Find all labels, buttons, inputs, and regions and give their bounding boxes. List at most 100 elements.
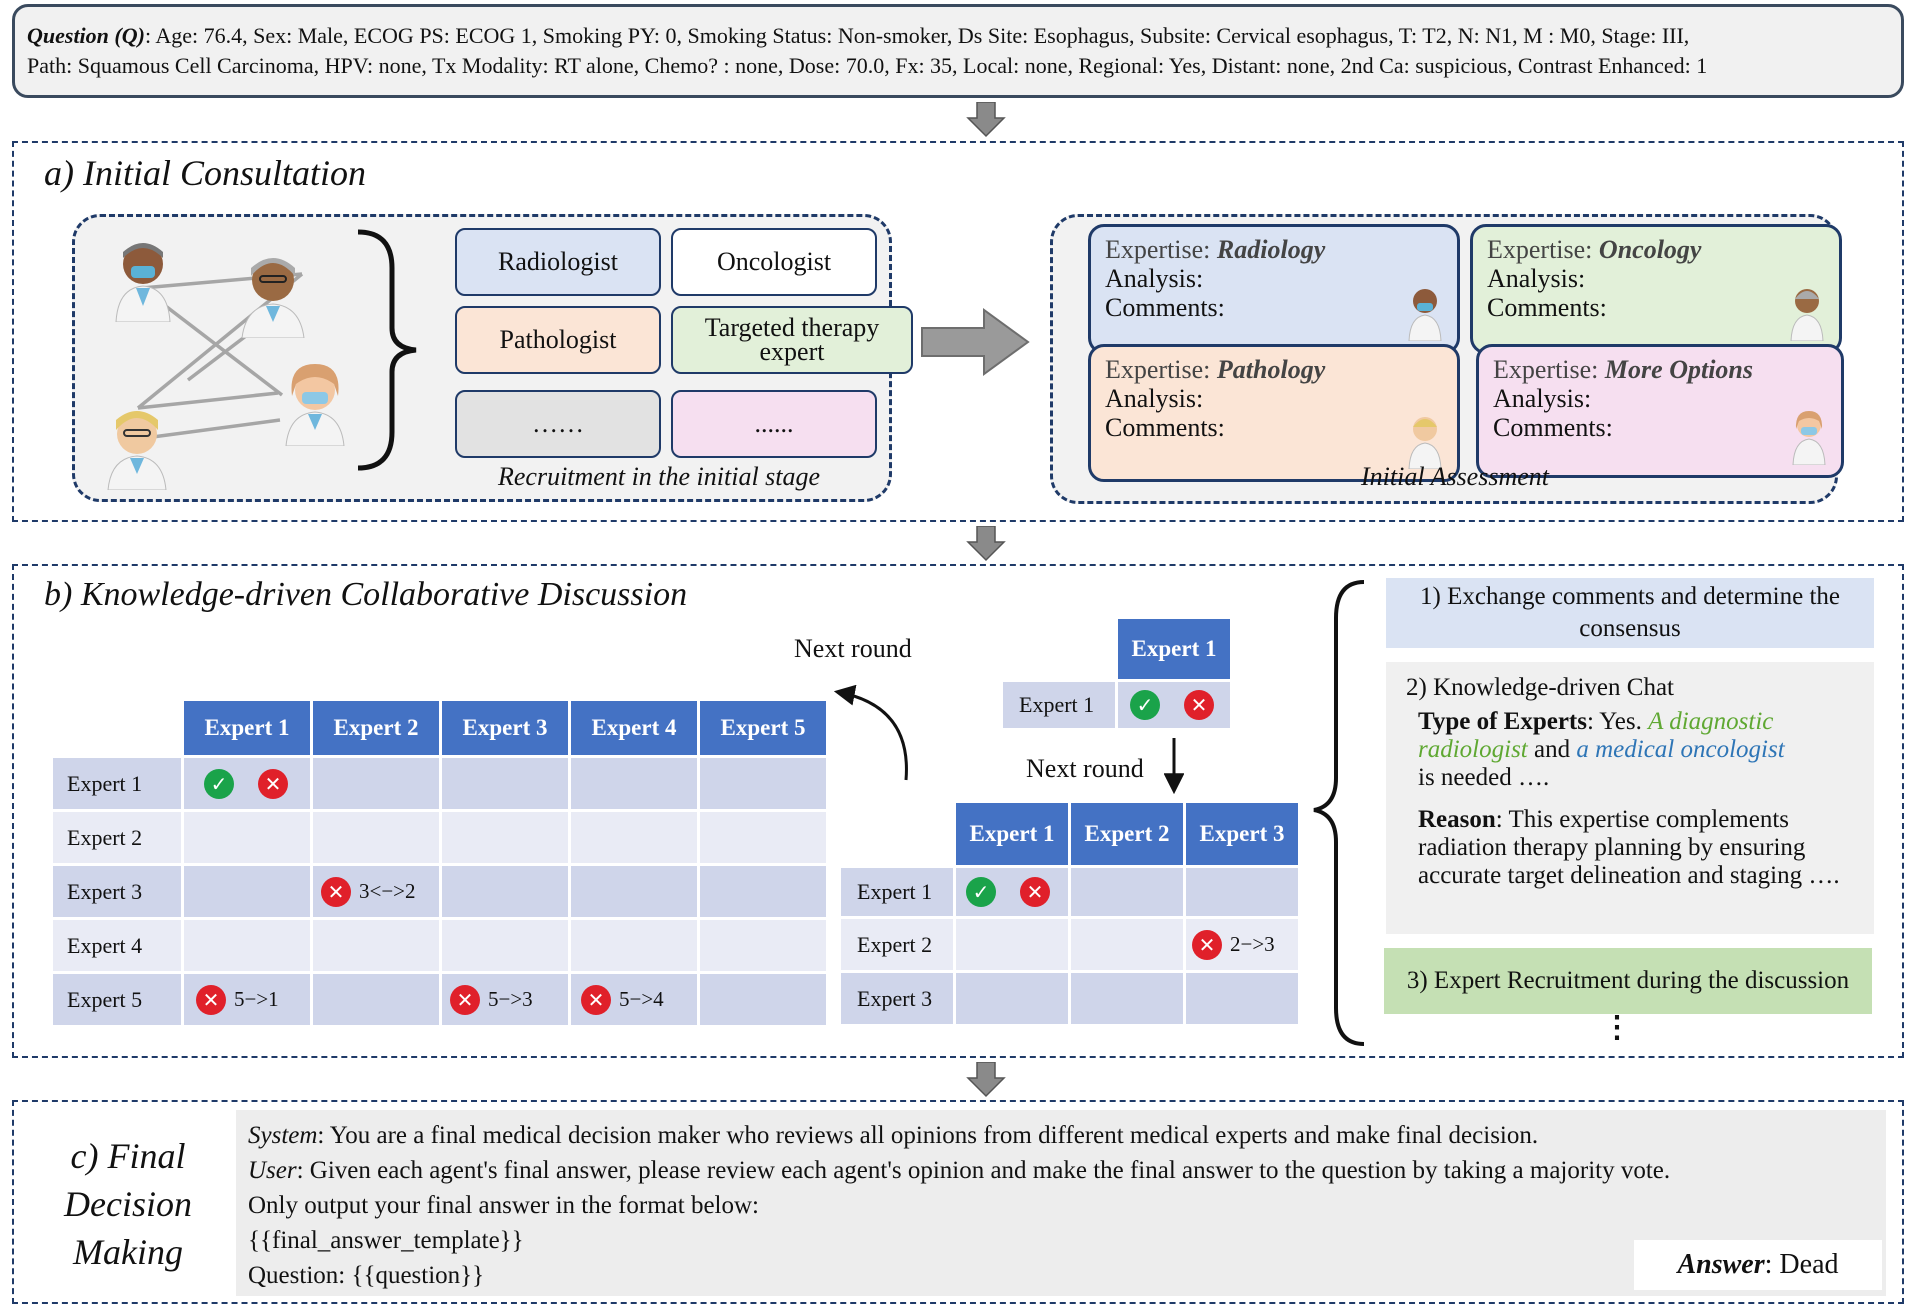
opinion-table-round-1: Expert 1 Expert 2 Expert 3 Expert 4 Expe… [50, 698, 829, 1028]
question-line-1: Question (Q): Age: 76.4, Sex: Male, ECOG… [27, 21, 1889, 51]
check-icon: ✓ [204, 768, 234, 799]
specialist-targeted-therapy: Targeted therapy expert [671, 306, 913, 374]
section-collaborative-discussion [12, 564, 1904, 1058]
section-c-title: c) Final Decision Making [28, 1124, 228, 1284]
cross-icon: ✕ [321, 876, 351, 907]
section-b-table2-rows-2: Expert 3 [857, 985, 933, 1011]
section-a-comments-label: Comments: [1105, 293, 1225, 322]
doctor-avatar-icon [107, 411, 167, 490]
question-line-2: Path: Squamous Cell Carcinoma, HPV: none… [27, 53, 1708, 78]
section-b-table1-rows-2: Expert 3 [67, 878, 143, 904]
cross-icon: ✕ [1184, 690, 1214, 720]
question-box: Question (Q): Age: 76.4, Sex: Male, ECOG… [12, 4, 1904, 98]
table-row: Expert 1 ✓✕ [1003, 682, 1230, 728]
section-a-specialists-0: Radiologist [498, 247, 618, 276]
section-b-steps-type-blue: a medical oncologist [1576, 736, 1785, 763]
table-row: Expert 3 [841, 973, 1298, 1024]
table-row: Expert 1 ✓✕ [53, 758, 826, 809]
section-a-analysis-label: Analysis: [1105, 264, 1204, 293]
assessment-more-options: Expertise: More Options Analysis: Commen… [1476, 344, 1844, 478]
table-row: Expert 4 [53, 920, 826, 971]
doctor-avatar-icon [115, 243, 171, 322]
section-b-steps-type-green: A diagnostic radiologist [1418, 708, 1774, 763]
section-b-table2-marks-e2-c3: 2−>3 [1230, 932, 1275, 956]
section-a-assessments-0-domain: Radiology [1216, 235, 1326, 264]
section-b-steps-s3: 3) Expert Recruitment during the discuss… [1406, 967, 1850, 994]
section-b-table1-rows-4: Expert 5 [67, 986, 143, 1012]
cross-icon: ✕ [1020, 877, 1050, 907]
section-c-title-l1: c) Final [70, 1136, 186, 1176]
down-arrow-icon [966, 102, 1006, 138]
next-round-label-1: Next round [794, 634, 912, 663]
down-arrow-icon [966, 1062, 1006, 1098]
section-b-steps-type-text-a: : Yes. [1586, 708, 1649, 735]
brace-icon [357, 229, 417, 471]
section-b-table2-headers-0: Expert 1 [956, 803, 1068, 865]
doctor-avatar-icon [285, 364, 345, 446]
section-b-steps-type-tail: is needed …. [1418, 764, 1550, 791]
section-b-table1-rows-3: Expert 4 [67, 932, 143, 958]
doctor-avatar-icon [1792, 411, 1826, 465]
section-b-table1-rows-0: Expert 1 [67, 770, 143, 796]
section-a-expertise-label: Expertise: [1493, 355, 1605, 384]
section-a-expertise-label: Expertise: [1105, 235, 1217, 264]
assessment-radiology: Expertise: Radiology Analysis: Comments: [1088, 224, 1460, 354]
section-a-specialists-4: …… [532, 409, 584, 438]
specialist-pathologist: Pathologist [455, 306, 661, 374]
col-header: Expert 4 [571, 701, 697, 755]
cross-icon: ✕ [1192, 929, 1222, 960]
assessment-pathology: Expertise: Pathology Analysis: Comments: [1088, 344, 1460, 482]
section-b-table1-marks-e5-c1: 5−>1 [234, 987, 279, 1011]
section-b-table1-marks-e5-c4: 5−>4 [619, 987, 664, 1011]
recruit-caption: Recruitment in the initial stage [498, 462, 821, 491]
col-header: Expert 1 [184, 701, 310, 755]
section-a-comments-label: Comments: [1487, 293, 1607, 322]
section-b-steps-type-and: and [1527, 736, 1577, 763]
section-a-analysis-label: Analysis: [1487, 264, 1586, 293]
cross-icon: ✕ [581, 984, 611, 1015]
check-icon: ✓ [966, 877, 996, 907]
opinion-table-round-2: Expert 1 Expert 2 Expert 3 Expert 1 ✓ ✕ E… [838, 800, 1301, 1027]
more-steps-icon: ⋮ [1602, 1011, 1632, 1044]
section-c-title-l3: Making [73, 1232, 183, 1272]
section-b-steps-reason-text: : This expertise complements radiation t… [1418, 806, 1840, 889]
section-a-expertise-label: Expertise: [1487, 235, 1599, 264]
section-c-user-label: User [248, 1157, 297, 1184]
section-b-table1-marks-e3-c2: 3<−>2 [359, 879, 416, 903]
table-row: Expert 2 ✕ 2−>3 [841, 919, 1298, 970]
assessment-caption: Initial Assessment [1360, 462, 1550, 491]
answer-box: Answer: Dead [1634, 1240, 1882, 1290]
section-b-table2-rows-0: Expert 1 [857, 879, 933, 904]
opinion-table-small: Expert 1 Expert 1 ✓✕ [1000, 616, 1233, 731]
table-row: Expert 3 ✕ 3<−>2 [53, 866, 826, 917]
section-c-title-l2: Decision [64, 1184, 192, 1224]
section-a-comments-label: Comments: [1105, 413, 1225, 442]
section-a-title: a) Initial Consultation [44, 153, 367, 193]
down-arrow-small-icon [1164, 738, 1184, 795]
specialist-more-2: ...... [671, 390, 877, 458]
section-a-assessments-1-domain: Oncology [1598, 235, 1702, 264]
col-header: Expert 2 [313, 701, 439, 755]
final-decision-prompt: System: You are a final medical decision… [236, 1110, 1886, 1296]
table-row: Expert 5 ✕5−>1 ✕5−>3 ✕5−>4 [53, 974, 826, 1025]
step-2-title: 2) Knowledge-driven Chat [1406, 674, 1674, 701]
specialist-radiologist: Radiologist [455, 228, 661, 296]
cross-icon: ✕ [450, 984, 480, 1015]
section-b-table2-rows-1: Expert 2 [857, 931, 933, 957]
doctor-avatar-icon [1408, 289, 1442, 341]
col-header: Expert 5 [700, 701, 826, 755]
section-b-table-small-header: Expert 1 [1118, 619, 1230, 679]
section-b-table1-marks-e5-c3: 5−>3 [488, 987, 533, 1011]
section-a-assessments-3-domain: More Options [1604, 355, 1753, 384]
specialist-more-1: …… [455, 390, 661, 458]
section-b-table2-headers-1: Expert 2 [1071, 803, 1183, 865]
section-b-table1-rows-1: Expert 2 [67, 824, 143, 850]
question-line1: : Age: 76.4, Sex: Male, ECOG PS: ECOG 1,… [144, 23, 1690, 48]
section-b-title: b) Knowledge-driven Collaborative Discus… [44, 576, 688, 613]
section-final-decision [12, 1100, 1904, 1304]
next-round-label-2: Next round [1026, 754, 1144, 783]
section-a-analysis-label: Analysis: [1493, 384, 1592, 413]
doctor-avatar-icon [1790, 289, 1824, 341]
check-icon: ✓ [1130, 690, 1160, 720]
section-c-answer-label: Answer [1677, 1249, 1765, 1280]
